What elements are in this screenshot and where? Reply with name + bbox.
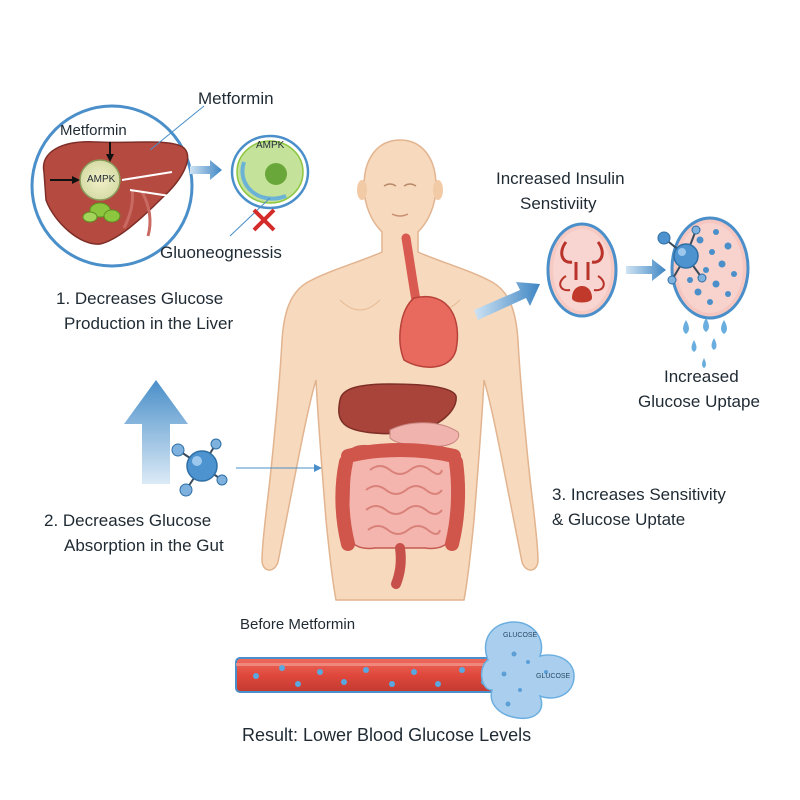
step3-line2: & Glucose Uptate [552, 510, 686, 529]
ampk-cell [229, 134, 310, 237]
blocked-x-icon [252, 208, 276, 232]
insulin-molecule-icon [657, 225, 707, 285]
arrow-to-ampk-cell [190, 160, 222, 180]
glucose-label-top: GLUCOSE [503, 632, 538, 639]
up-arrow [124, 380, 188, 484]
blood-vessel [235, 657, 503, 693]
before-metformin-label: Before Metformin [240, 616, 356, 633]
result-label: Result: Lower Blood Glucose Levels [242, 725, 532, 745]
intestines [335, 443, 466, 589]
step2-line2: Absorption in the Gut [64, 536, 224, 555]
metformin-label-outer: Metformin [198, 89, 274, 108]
arrow-to-insulin [474, 282, 540, 320]
glucose-blob [480, 621, 575, 720]
step3-line1: 3. Increases Sensitivity [552, 485, 726, 504]
uptake-line2: Glucose Uptape [638, 392, 760, 411]
stomach [399, 233, 459, 368]
insulin-receptor-cell [546, 222, 618, 318]
glucose-label-right: GLUCOSE [536, 673, 571, 680]
gluconeogenesis-label: Gluoneognessis [160, 243, 282, 262]
ampk-cell-label: AMPK [256, 140, 285, 151]
glucose-droplets [683, 318, 727, 368]
insulin-title-line2: Senstiviity [520, 194, 597, 213]
human-body [261, 139, 539, 601]
liver-inset [30, 104, 205, 268]
step2-line1: 2. Decreases Glucose [44, 511, 212, 530]
arrow-to-uptake-cell [626, 259, 666, 281]
ampk-liver-label: AMPK [87, 174, 116, 185]
insulin-title-line1: Increased Insulin [496, 169, 625, 188]
metformin-label-inner: Metformin [60, 122, 127, 139]
body-liver [338, 383, 457, 435]
metformin-molecule-icon [171, 438, 228, 497]
step1-line1: 1. Decreases Glucose [56, 289, 224, 308]
uptake-line1: Increased [664, 367, 739, 386]
glucose-blob-dots [501, 651, 548, 707]
step1-line2: Production in the Liver [64, 314, 234, 333]
